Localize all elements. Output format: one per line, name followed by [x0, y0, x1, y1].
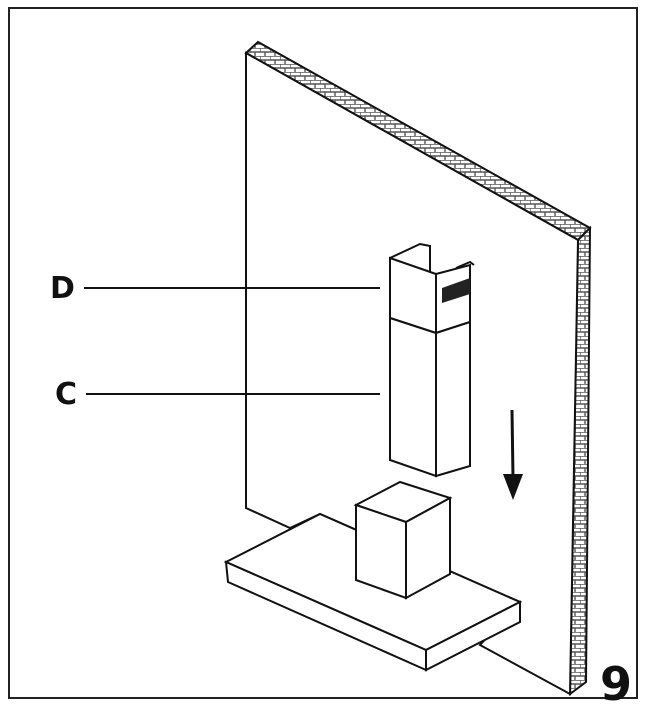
down-arrow-icon [503, 409, 523, 500]
step-number: 9 [600, 657, 632, 706]
label-c: C [55, 377, 77, 412]
canopy-side [425, 600, 521, 672]
chimney-lower-c [389, 316, 471, 478]
chimney-c-front [389, 316, 437, 478]
chimney-d-flange [455, 260, 475, 269]
chimney-c-side [435, 320, 471, 478]
label-d: D [50, 271, 75, 306]
chimney-d-back-edge [389, 242, 431, 272]
figure-frame [8, 7, 638, 699]
motor-box [353, 480, 453, 600]
vent-slot [442, 278, 470, 303]
motor-box-side [405, 496, 451, 600]
